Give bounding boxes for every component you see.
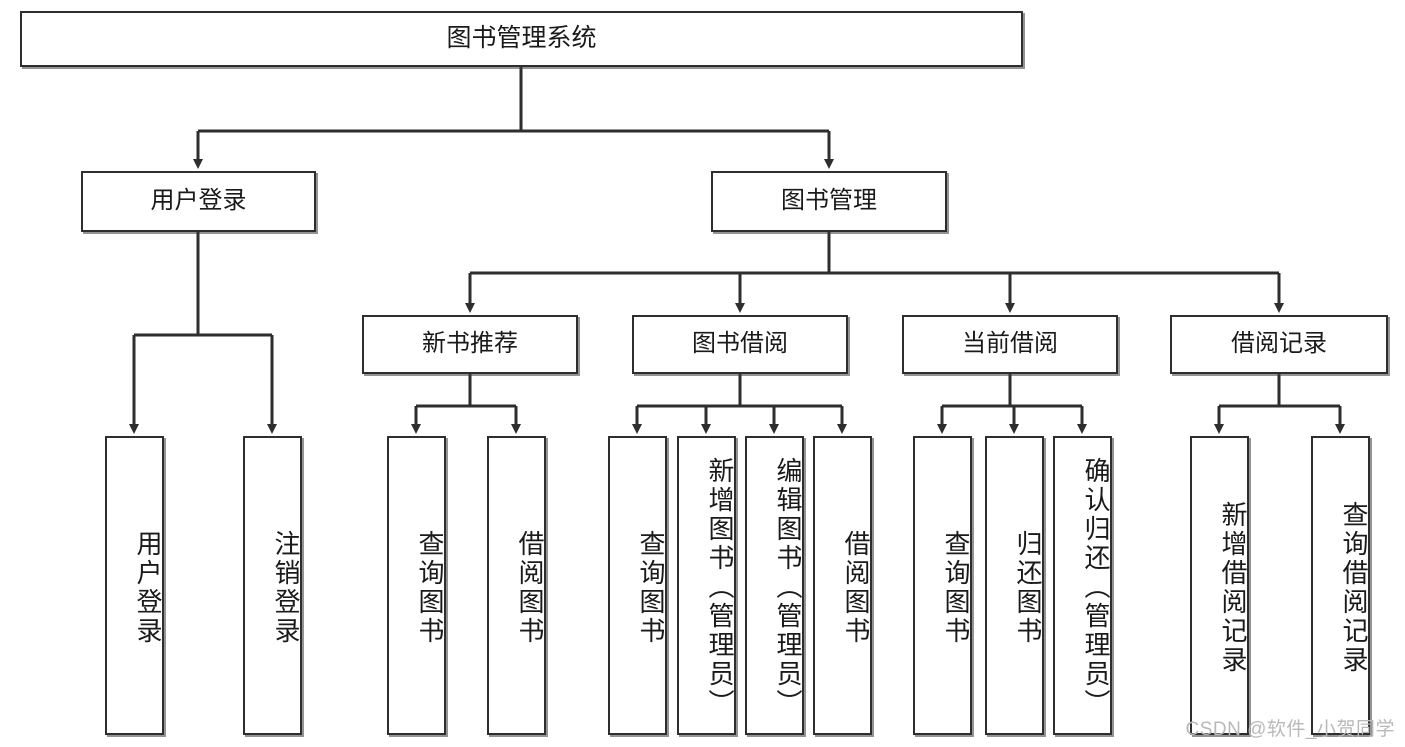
node-leaf-search-books-current[interactable]: 查询图书 [913, 436, 972, 735]
node-leaf-add-book-admin[interactable]: 新增图书（管理员） [677, 436, 736, 735]
node-leaf-search-books-rec[interactable]: 查询图书 [387, 436, 446, 735]
node-leaf-search-books-borrow[interactable]: 查询图书 [608, 436, 667, 735]
node-label: 确认归还（管理员） [1081, 457, 1110, 718]
node-new-book-recommendation[interactable]: 新书推荐 [362, 315, 578, 374]
node-label: 图书管理 [781, 187, 877, 214]
node-book-management[interactable]: 图书管理 [711, 171, 947, 232]
node-label: 查询图书 [941, 529, 970, 646]
node-label: 借阅图书 [841, 529, 870, 646]
node-user-login[interactable]: 用户登录 [81, 171, 316, 232]
node-label: 用户登录 [150, 187, 247, 214]
node-leaf-edit-book-admin[interactable]: 编辑图书（管理员） [745, 436, 804, 735]
node-leaf-add-borrow-record[interactable]: 新增借阅记录 [1190, 436, 1249, 735]
node-leaf-search-borrow-record[interactable]: 查询借阅记录 [1311, 436, 1370, 735]
node-label: 图书借阅 [692, 330, 788, 357]
node-label: 新书推荐 [422, 330, 518, 357]
node-current-borrowing[interactable]: 当前借阅 [902, 315, 1118, 374]
node-label: 新增借阅记录 [1218, 500, 1247, 675]
node-book-borrowing[interactable]: 图书借阅 [632, 315, 848, 374]
node-leaf-confirm-return-admin[interactable]: 确认归还（管理员） [1053, 436, 1112, 735]
node-label: 借阅记录 [1231, 330, 1327, 357]
node-leaf-user-login[interactable]: 用户登录 [105, 436, 164, 735]
node-label: 当前借阅 [962, 330, 1058, 357]
node-label: 编辑图书（管理员） [773, 457, 802, 718]
node-label: 新增图书（管理员） [705, 457, 734, 718]
node-leaf-borrow-books-rec[interactable]: 借阅图书 [487, 436, 546, 735]
node-label: 查询图书 [415, 529, 444, 646]
node-label: 图书管理系统 [446, 24, 597, 52]
node-leaf-logout[interactable]: 注销登录 [243, 436, 302, 735]
node-label: 用户登录 [133, 529, 162, 646]
node-label: 查询借阅记录 [1339, 500, 1368, 675]
node-borrowing-records[interactable]: 借阅记录 [1170, 315, 1388, 374]
node-label: 归还图书 [1013, 529, 1042, 646]
node-label: 借阅图书 [515, 529, 544, 646]
node-leaf-borrow-books[interactable]: 借阅图书 [813, 436, 872, 735]
node-root-system[interactable]: 图书管理系统 [20, 11, 1023, 67]
watermark-text: CSDN @软件_小贺同学 [1185, 719, 1395, 740]
node-label: 查询图书 [636, 529, 665, 646]
node-leaf-return-books[interactable]: 归还图书 [985, 436, 1044, 735]
node-label: 注销登录 [271, 529, 300, 646]
